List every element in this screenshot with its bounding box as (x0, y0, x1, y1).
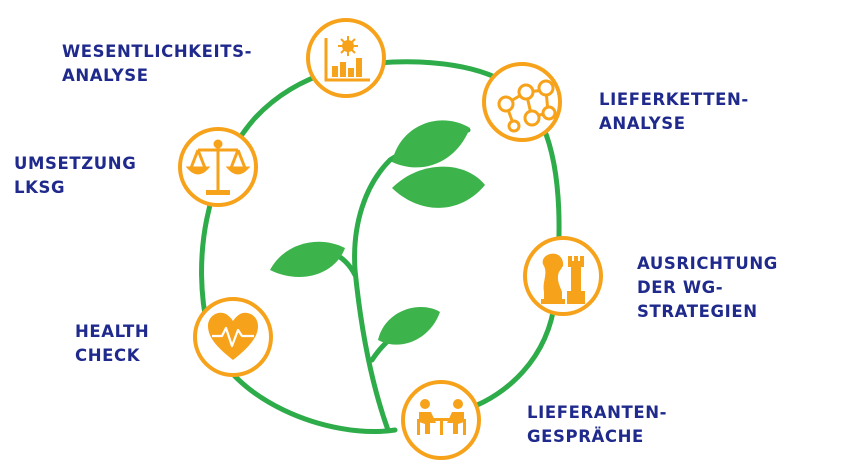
heart-pulse-icon (208, 312, 258, 360)
network-people-icon (497, 79, 557, 133)
label-gespraeche: LIEFERANTEN- GESPRÄCHE (527, 403, 668, 446)
station-lieferkette (482, 62, 562, 142)
station-gespraeche (401, 380, 481, 460)
bar-chart-with-virus-icon (324, 36, 370, 82)
label-lieferkette: LIEFERKETTEN- ANALYSE (599, 90, 749, 133)
leaf-top (392, 120, 470, 168)
station-ausrichtung (523, 236, 603, 316)
station-wesentlichkeit (306, 18, 386, 98)
leaf-left (270, 241, 345, 277)
label-ausrichtung: AUSRICHTUNG DER WG- STRATEGIEN (637, 254, 778, 321)
leaf-right-low (378, 307, 440, 345)
scales-icon (185, 139, 251, 195)
label-health: HEALTH CHECK (75, 322, 150, 365)
station-health (193, 297, 273, 377)
station-umsetzung (178, 127, 258, 207)
label-wesentlichkeit: WESENTLICHKEITS- ANALYSE (62, 42, 253, 85)
meeting-table-icon (417, 399, 466, 435)
label-umsetzung: UMSETZUNG LKSG (14, 154, 137, 197)
chess-pieces-icon (541, 253, 585, 304)
leaf-upper-right (392, 166, 485, 208)
